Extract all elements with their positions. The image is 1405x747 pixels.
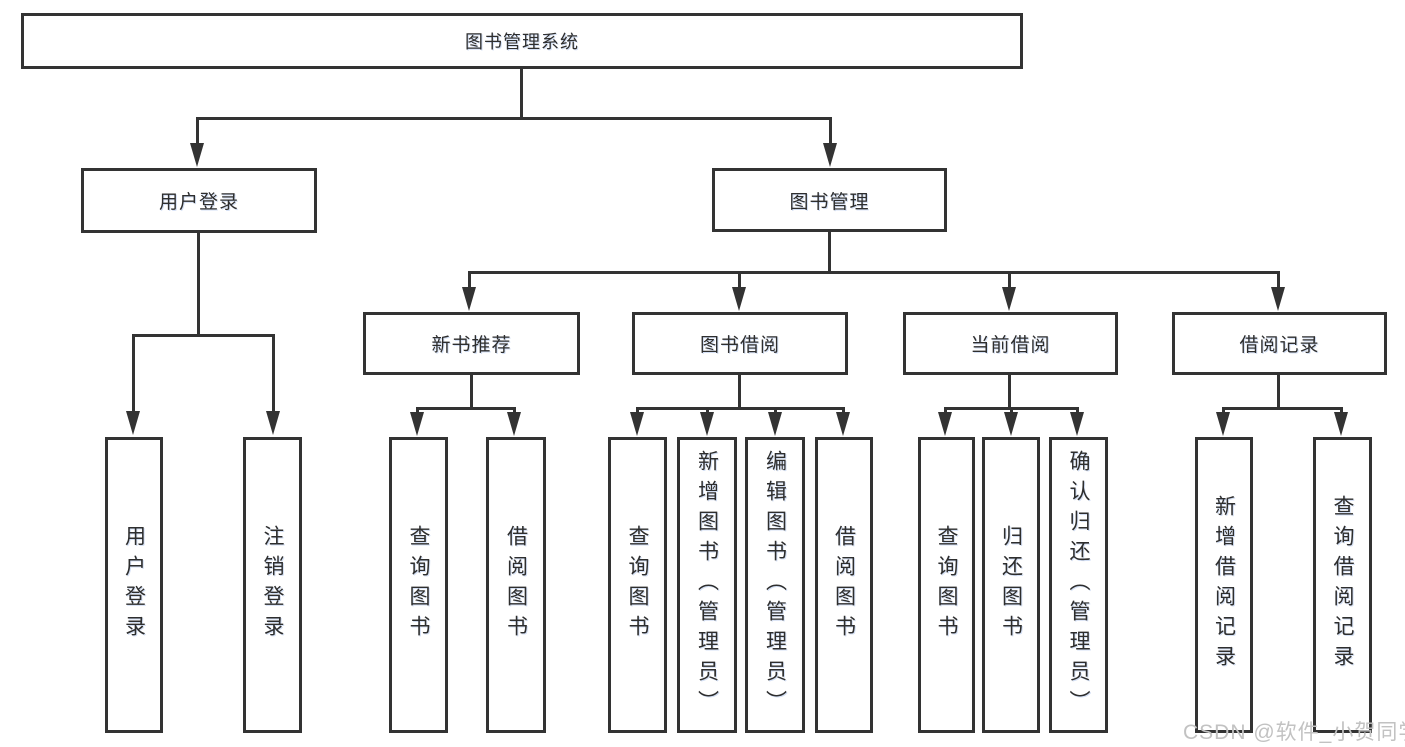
arrowhead-down-icon	[190, 143, 204, 167]
node-leaf-return-book: 归还图书	[982, 437, 1040, 733]
arrowhead-down-icon	[823, 143, 837, 167]
edge-line-vertical	[197, 233, 200, 336]
csdn-watermark: CSDN @软件_小贺同学	[1183, 721, 1405, 744]
arrowhead-down-icon	[1271, 287, 1285, 311]
arrowhead-down-icon	[507, 412, 521, 436]
edge-line-horizontal	[132, 334, 275, 337]
edge-line-vertical	[1340, 407, 1343, 415]
edge-line-vertical	[196, 117, 199, 149]
node-new-book-rec: 新书推荐	[363, 312, 580, 375]
edge-line-horizontal	[636, 407, 845, 410]
node-current-borrow: 当前借阅	[903, 312, 1118, 375]
arrowhead-down-icon	[1002, 287, 1016, 311]
node-borrow-records: 借阅记录	[1172, 312, 1387, 375]
edge-line-vertical	[842, 407, 845, 415]
edge-line-vertical	[1010, 407, 1013, 415]
node-leaf-borrow-book-2: 借阅图书	[815, 437, 873, 733]
node-leaf-query-borrow-record: 查询借阅记录	[1313, 437, 1372, 733]
node-book-borrow: 图书借阅	[632, 312, 848, 375]
edge-line-vertical	[513, 407, 516, 415]
arrowhead-down-icon	[266, 411, 280, 435]
node-leaf-add-book-admin: 新增图书（管理员）	[677, 437, 737, 733]
arrowhead-down-icon	[1216, 412, 1230, 436]
edge-line-vertical	[636, 407, 639, 415]
node-leaf-add-borrow-record: 新增借阅记录	[1195, 437, 1253, 733]
edge-line-horizontal	[196, 117, 832, 120]
node-root-system: 图书管理系统	[21, 13, 1023, 69]
node-leaf-user-login: 用户登录	[105, 437, 163, 733]
edge-line-vertical	[738, 271, 741, 289]
arrowhead-down-icon	[700, 412, 714, 436]
edge-line-horizontal	[1222, 407, 1343, 410]
edge-line-vertical	[470, 375, 473, 409]
edge-line-vertical	[738, 375, 741, 409]
node-book-mgmt-branch: 图书管理	[712, 168, 947, 232]
node-leaf-query-book-1: 查询图书	[389, 437, 448, 733]
edge-line-vertical	[132, 334, 135, 412]
arrowhead-down-icon	[732, 287, 746, 311]
arrowhead-down-icon	[410, 412, 424, 436]
arrowhead-down-icon	[126, 411, 140, 435]
edge-line-horizontal	[416, 407, 516, 410]
edge-line-vertical	[1008, 271, 1011, 289]
edge-line-vertical	[829, 117, 832, 149]
edge-line-vertical	[774, 407, 777, 415]
arrowhead-down-icon	[836, 412, 850, 436]
edge-line-vertical	[272, 334, 275, 412]
edge-line-vertical	[468, 271, 471, 289]
node-leaf-logout: 注销登录	[243, 437, 302, 733]
edge-line-horizontal	[468, 271, 1280, 274]
edge-line-vertical	[1222, 407, 1225, 415]
node-leaf-query-book-3: 查询图书	[918, 437, 975, 733]
edge-line-vertical	[416, 407, 419, 415]
node-leaf-edit-book-admin: 编辑图书（管理员）	[745, 437, 805, 733]
arrowhead-down-icon	[938, 412, 952, 436]
node-leaf-confirm-return-admin: 确认归还（管理员）	[1049, 437, 1108, 733]
arrowhead-down-icon	[1334, 412, 1348, 436]
node-leaf-query-book-2: 查询图书	[608, 437, 667, 733]
edge-line-vertical	[944, 407, 947, 415]
edge-line-vertical	[1277, 271, 1280, 289]
edge-line-vertical	[706, 407, 709, 415]
edge-line-vertical	[1008, 375, 1011, 409]
arrowhead-down-icon	[768, 412, 782, 436]
arrowhead-down-icon	[630, 412, 644, 436]
node-user-login-branch: 用户登录	[81, 168, 317, 233]
arrowhead-down-icon	[462, 287, 476, 311]
edge-line-vertical	[520, 68, 523, 120]
arrowhead-down-icon	[1070, 412, 1084, 436]
edge-line-vertical	[1076, 407, 1079, 415]
node-leaf-borrow-book-1: 借阅图书	[486, 437, 546, 733]
edge-line-vertical	[1277, 375, 1280, 409]
edge-line-vertical	[828, 232, 831, 273]
arrowhead-down-icon	[1004, 412, 1018, 436]
